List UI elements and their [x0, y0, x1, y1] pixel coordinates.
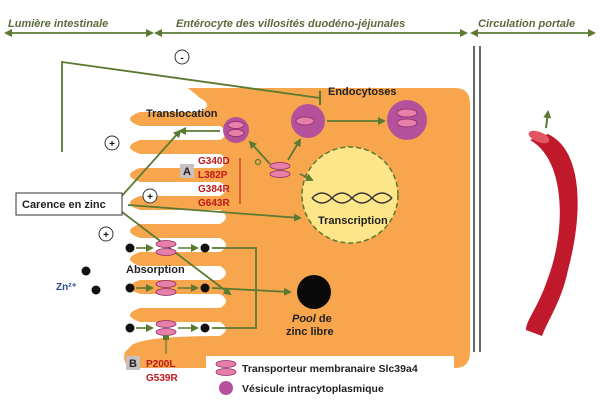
absorption-row-3 [125, 320, 210, 336]
absorption-label: Absorption [126, 264, 185, 276]
plus-sign-absorption: + [98, 226, 114, 242]
portal-vessel [526, 110, 578, 336]
svg-text:-: - [180, 53, 183, 64]
dna-helix-icon [311, 192, 393, 204]
mutation-b-item: G539R [146, 373, 178, 384]
header-lumen-label: Lumière intestinale [8, 18, 108, 30]
mutation-a-item: G643R [198, 198, 230, 209]
zinc-pool [297, 275, 331, 309]
mutation-a-item: L382P [198, 170, 228, 181]
minus-sign: - [174, 49, 190, 65]
endocytoses-label: Endocytoses [328, 86, 396, 98]
legend-vesicle-label: Vésicule intracytoplasmique [242, 383, 384, 395]
legend-transporter-icon [215, 360, 237, 376]
header-portal-label: Circulation portale [478, 18, 575, 30]
vesicle-endocytosis-2 [387, 100, 427, 140]
transporter-cytoplasm [269, 162, 291, 178]
nucleus [301, 146, 399, 244]
mutation-b-link-cap [163, 335, 169, 340]
mutation-a-item: G340D [198, 156, 230, 167]
pool-arrows [211, 247, 292, 329]
mutation-b-tag: B [129, 358, 137, 370]
mutation-link-dot [254, 158, 262, 166]
svg-text:+: + [147, 192, 153, 203]
svg-text:+: + [109, 139, 115, 150]
plus-sign-translocation: + [104, 135, 120, 151]
zinc-ions [81, 266, 101, 295]
legend-vesicle-icon [219, 381, 233, 395]
svg-text:+: + [103, 230, 109, 241]
vesicle-endocytosis-1 [291, 104, 325, 138]
mutation-b-item: P200L [146, 359, 175, 370]
header-enterocyte-label: Entérocyte des villosités duodéno-jéjuna… [176, 18, 405, 30]
endocytoses-inhibition [61, 60, 321, 152]
zinc-ion-label: Zn²⁺ [56, 282, 77, 293]
pool-label-line2: zinc libre [286, 326, 334, 338]
mutation-b-tag-box [126, 356, 140, 370]
mutation-a-item: G384R [198, 184, 230, 195]
absorption-row-1 [125, 240, 210, 256]
flow-arrows [178, 117, 386, 181]
translocation-label: Translocation [146, 108, 218, 120]
pool-label-line1: Pool de [292, 313, 332, 325]
vesicle-translocation [223, 117, 249, 143]
carence-box [15, 192, 123, 216]
enterocyte-cell [124, 88, 470, 368]
plus-sign-transcription: + [142, 188, 158, 204]
legend-transporter-label: Transporteur membranaire Slc39a4 [242, 363, 418, 375]
transcription-label: Transcription [318, 215, 388, 227]
legend: Transporteur membranaire Slc39a4 Vésicul… [206, 356, 454, 398]
mutation-a-tag: A [183, 166, 191, 178]
carence-label: Carence en zinc [22, 199, 106, 211]
absorption-row-2 [125, 280, 210, 296]
mutation-a-tag-box [180, 164, 194, 178]
